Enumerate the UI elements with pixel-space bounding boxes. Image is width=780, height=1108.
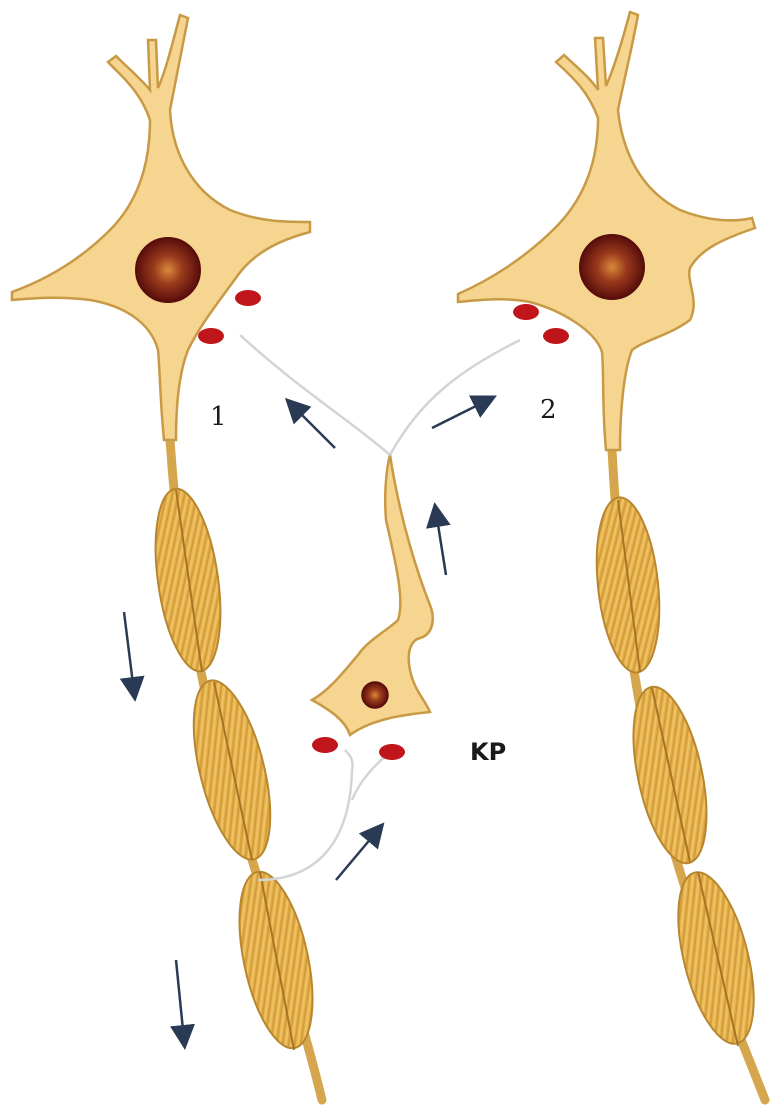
synapse-terminal-icon: [312, 737, 338, 753]
neuron-2-soma: [458, 12, 755, 450]
synapse-terminal-icon: [543, 328, 569, 344]
neuron-2-nucleus: [580, 235, 644, 299]
neuron-2-myelin: [589, 494, 768, 1051]
fiber-axon-collateral-2: [352, 752, 390, 800]
interneuron-kp: [312, 455, 433, 735]
arrow-icon: [176, 960, 184, 1040]
synapse-terminal-icon: [513, 304, 539, 320]
neuron-2: [458, 12, 768, 1100]
synapse-terminal-icon: [379, 744, 405, 760]
arrow-icon: [432, 400, 488, 428]
neuron-1-nucleus: [136, 238, 200, 302]
interneuron-nucleus: [362, 682, 388, 708]
neuron-1-soma: [12, 15, 310, 440]
neuron-1: [12, 15, 326, 1100]
fiber-to-neuron-1: [240, 335, 390, 455]
arrow-icon: [124, 612, 134, 692]
arrow-icon: [336, 830, 378, 880]
myelin-segment: [664, 865, 769, 1051]
label-neuron-1: 1: [210, 402, 227, 432]
arrow-icon: [292, 405, 335, 448]
neuron-1-myelin: [145, 485, 326, 1055]
fiber-axon-collateral: [258, 750, 353, 880]
synapse-terminal-icon: [235, 290, 261, 306]
fiber-to-neuron-2: [390, 340, 520, 455]
label-neuron-2: 2: [540, 395, 557, 425]
synapse-terminal-icon: [198, 328, 224, 344]
label-interneuron: KP: [470, 738, 506, 766]
arrow-icon: [436, 512, 446, 575]
collateral-fibers: [240, 335, 520, 880]
